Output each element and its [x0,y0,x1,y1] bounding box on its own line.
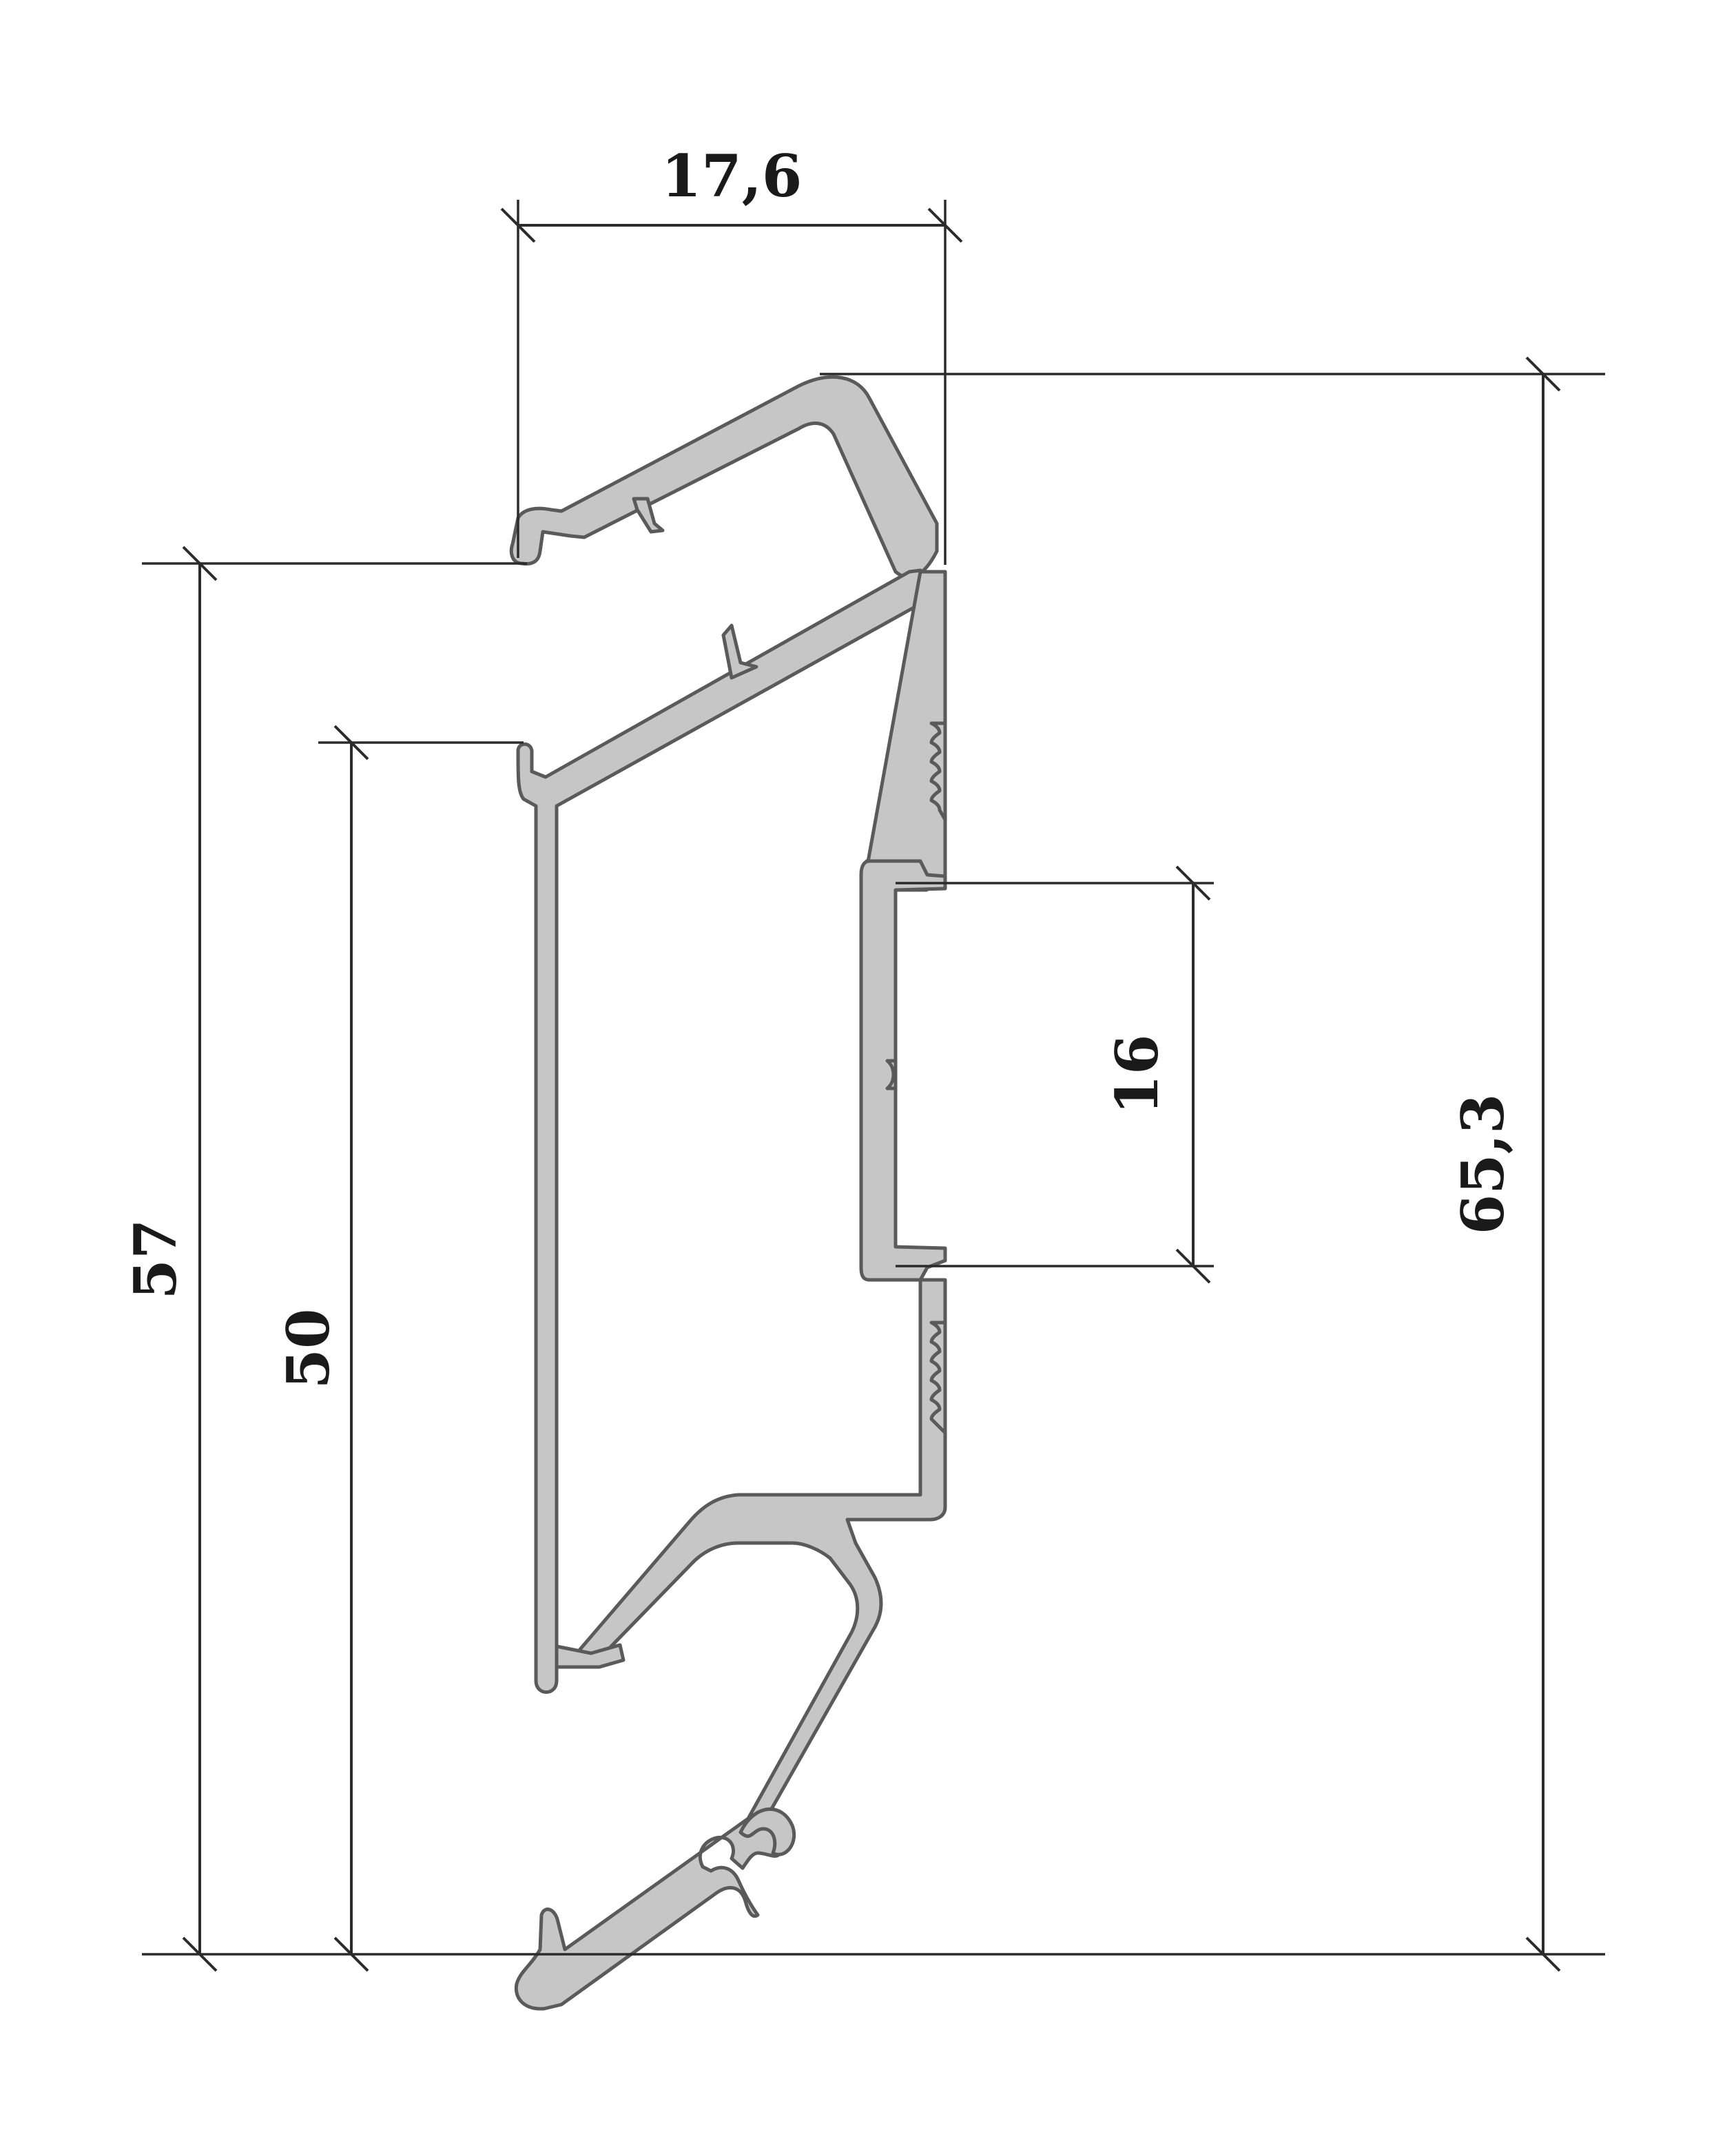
dimension-top-width-label: 17,6 [661,142,803,210]
dimension-channel-height-label: 16 [1103,1035,1171,1115]
dimension-top-width: 17,6 [500,142,963,565]
profile-ribs-upper [929,721,947,822]
profile-ribs-lower [929,1321,947,1435]
profile-lower-spine [563,1278,947,1821]
dimension-channel-height: 16 [896,865,1214,1284]
profile-channel-upper [859,859,947,1282]
dimension-inner-height-label: 50 [274,1309,342,1389]
dimension-left-height: 57 [121,546,527,1972]
dimension-inner-height: 50 [274,725,524,1972]
profile-channel-notch [885,1059,898,1090]
profile-clip-lobe [738,1808,796,1856]
profile-bottom-lip [514,1816,783,2011]
dimension-left-height-label: 57 [121,1219,189,1300]
profile-web-hook [721,623,758,680]
profile-top-hook [632,497,665,534]
aluminium-profile-section [509,375,947,2011]
dimension-total-height: 65,3 [142,356,1605,1972]
profile-left-wall [516,568,925,1694]
profile-top-lid [509,375,939,579]
dimension-total-height-label: 65,3 [1449,1094,1517,1235]
profile-lower-hook [555,1643,626,1669]
